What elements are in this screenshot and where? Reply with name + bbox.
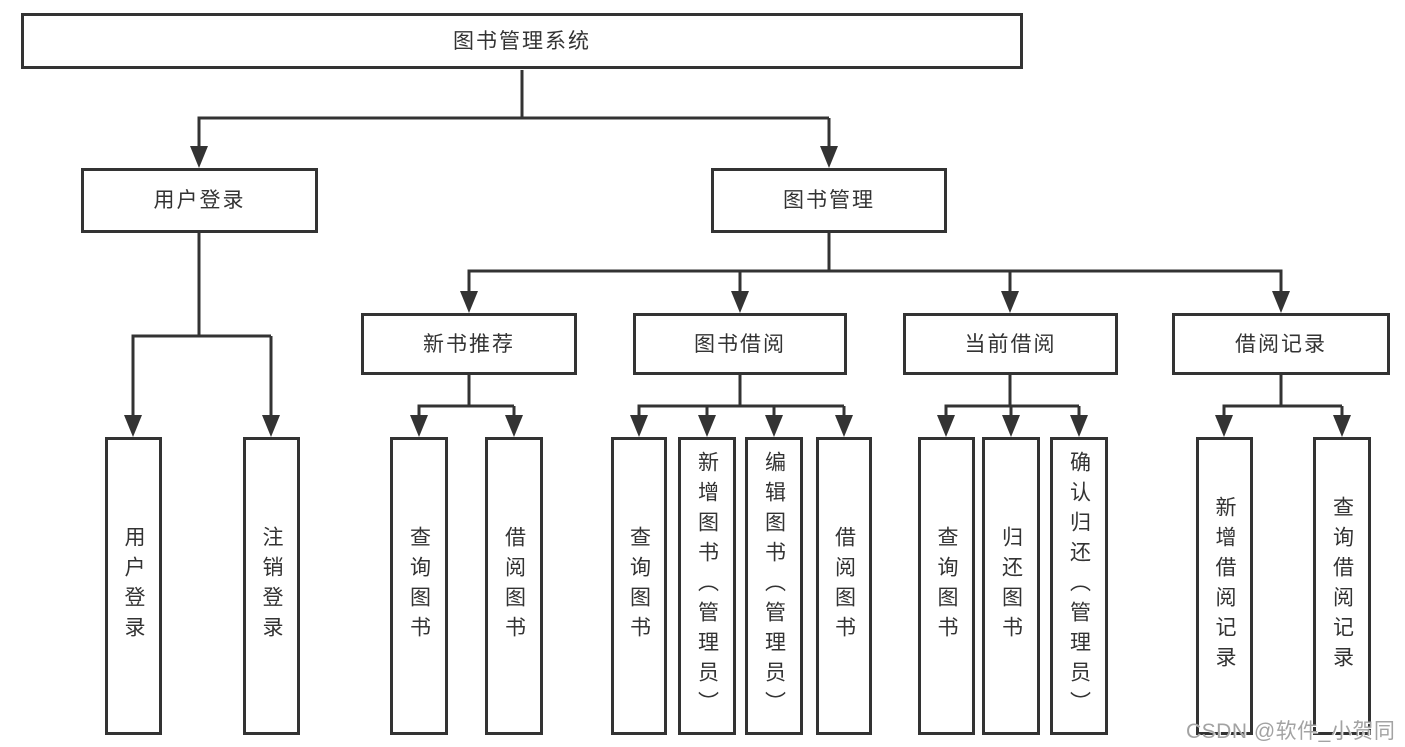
leaf-query-books-current: 查询图书 <box>918 437 975 735</box>
leaf-query-books-recommend: 查询图书 <box>390 437 448 735</box>
connector-bookmgmt-to-level3 <box>467 233 1283 295</box>
leaf-borrow-books: 借阅图书 <box>816 437 872 735</box>
node-new-book-recommendation: 新书推荐 <box>361 313 577 375</box>
leaf-borrow-books-recommend: 借阅图书 <box>485 437 543 735</box>
leaf-query-books-borrow: 查询图书 <box>611 437 667 735</box>
node-root-system: 图书管理系统 <box>21 13 1023 69</box>
arrowheads <box>124 146 1351 437</box>
leaf-add-books-admin: 新增图书（管理员） <box>678 437 736 735</box>
node-current-borrowing: 当前借阅 <box>903 313 1118 375</box>
connector-records-to-leaves <box>1222 375 1344 421</box>
connector-root-to-level2 <box>197 70 831 150</box>
leaf-return-books: 归还图书 <box>982 437 1040 735</box>
leaf-edit-books-admin: 编辑图书（管理员） <box>745 437 803 735</box>
leaf-logout: 注销登录 <box>243 437 300 735</box>
connector-recommend-to-leaves <box>417 375 516 421</box>
connector-userlogin-to-leaves <box>131 233 273 419</box>
leaf-add-borrow-record: 新增借阅记录 <box>1196 437 1253 735</box>
node-borrowing-records: 借阅记录 <box>1172 313 1390 375</box>
node-book-management: 图书管理 <box>711 168 947 233</box>
connector-borrow-to-leaves <box>637 375 846 421</box>
leaf-query-borrow-record: 查询借阅记录 <box>1313 437 1371 735</box>
leaf-confirm-return-admin: 确认归还（管理员） <box>1050 437 1108 735</box>
csdn-watermark: CSDN @软件_小贺同学 <box>1186 720 1396 743</box>
node-book-borrowing: 图书借阅 <box>633 313 847 375</box>
node-user-login: 用户登录 <box>81 168 318 233</box>
leaf-user-login: 用户登录 <box>105 437 162 735</box>
connector-current-to-leaves <box>944 375 1081 421</box>
